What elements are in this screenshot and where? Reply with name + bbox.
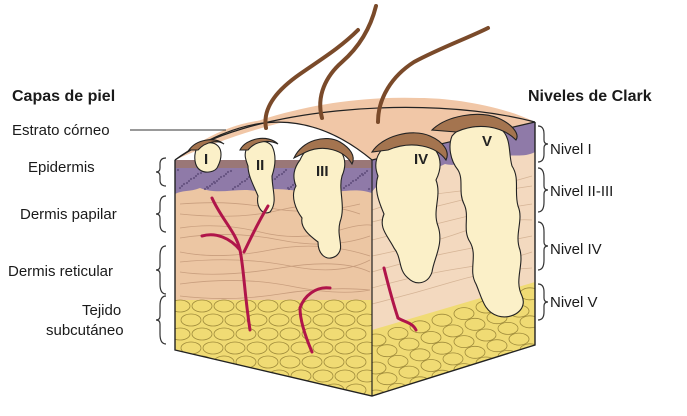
lesion-numeral: IV: [414, 151, 428, 168]
dermis-reticular-bracket: [156, 246, 166, 294]
layer-label-dermis-papillary: Dermis papilar: [20, 206, 117, 223]
nivel-iv-bracket: [538, 222, 548, 270]
lesion-numeral: II: [256, 157, 264, 174]
right-labels: Niveles de Clark Nivel I Nivel II-III Ni…: [528, 88, 652, 320]
layer-label-subcutaneous-2: subcutáneo: [46, 322, 124, 339]
clark-level-i: Nivel I: [550, 141, 592, 158]
nivel-i-bracket: [538, 126, 548, 162]
nivel-v-bracket: [538, 284, 548, 320]
front-face: [170, 155, 380, 410]
epidermis-bracket: [156, 158, 166, 186]
subcutaneous-bracket: [156, 296, 166, 344]
layer-label-epidermis: Epidermis: [28, 159, 95, 176]
clark-level-ii-iii: Nivel II-III: [550, 183, 613, 200]
lesion-numeral: I: [204, 151, 208, 168]
layer-label-stratum-corneum: Estrato córneo: [12, 122, 110, 139]
right-heading: Niveles de Clark: [528, 88, 652, 105]
layer-label-subcutaneous-1: Tejido: [82, 302, 121, 319]
nivel-ii-iii-bracket: [538, 168, 548, 212]
lesion-numeral: III: [316, 163, 329, 180]
lesion-numeral: V: [482, 133, 492, 150]
clark-level-iv: Nivel IV: [550, 241, 602, 258]
dermis-papillary-bracket: [156, 196, 166, 232]
layer-label-dermis-reticular: Dermis reticular: [8, 263, 113, 280]
clark-level-v: Nivel V: [550, 294, 598, 311]
left-heading: Capas de piel: [12, 88, 115, 105]
